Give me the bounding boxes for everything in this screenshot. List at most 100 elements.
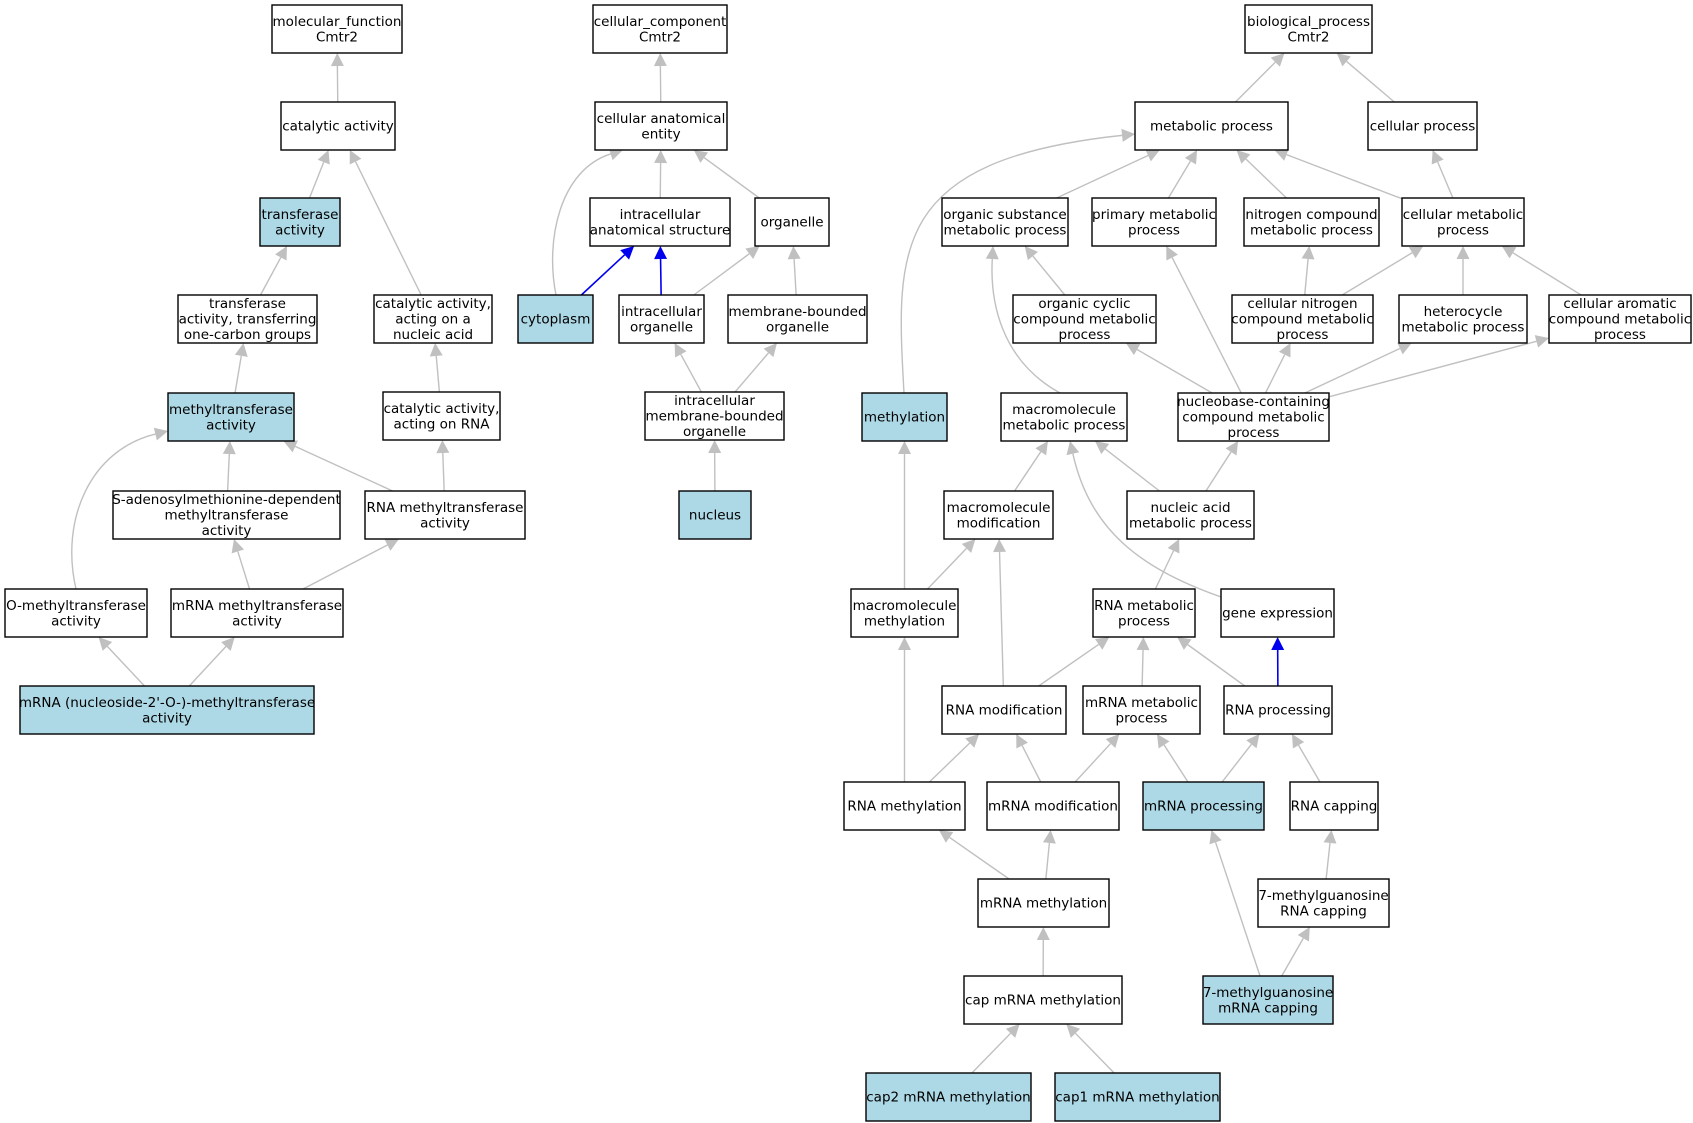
edge-rna_mod-to-macromol_mod [993, 539, 1007, 687]
edge-mrna_proc-to-mrna_metab-line [1163, 744, 1189, 783]
edge-macromol_methyl-to-macromol_mod-arrowhead [961, 539, 976, 553]
node-label-cat_rna-line-0: catalytic activity, [384, 401, 500, 417]
edge-cat_rna-to-cat_nucleic-line [435, 355, 441, 393]
edge-transf_onecarbon-to-transferase [259, 246, 288, 296]
edge-sam_mt-to-methyltransferase-arrowhead [222, 441, 236, 455]
edge-cap_mrna_methyl-to-mrna_methyl [1036, 927, 1050, 977]
edge-rna_mod-to-macromol_mod-arrowhead [993, 539, 1007, 553]
node-label-mf_root-line-1: Cmtr2 [316, 29, 358, 45]
edge-mrna_methyl-to-rna_methyl-line [949, 836, 1010, 880]
node-label-rna_mt-line-1: activity [420, 515, 470, 531]
node-label-transf_onecarbon-line-2: one-carbon groups [184, 327, 311, 343]
edge-rna_cap-to-rna_proc [1292, 734, 1321, 783]
node-label-heterocycle-line-0: heterocycle [1424, 304, 1503, 320]
node-box-rna_metab [1092, 588, 1196, 638]
edge-orgsub-to-metab-line [1056, 154, 1149, 199]
node-label-orgsub-line-1: metabolic process [944, 222, 1067, 238]
edge-orgcyclic-to-orgsub-arrowhead [1024, 246, 1038, 261]
node-rna_mod: RNA modification [941, 685, 1067, 735]
node-box-cae [594, 101, 728, 151]
edge-nucleobase-to-cellnitro-arrowhead [1278, 343, 1291, 358]
edge-mrna_nuc2o-to-mrna_mt-arrowhead [221, 637, 235, 651]
edge-macromol_metab-to-orgsub-line [991, 258, 1061, 394]
edge-rna_mt-to-methyltransferase [283, 440, 393, 492]
node-label-mrna_methyl-line-0: mRNA methylation [980, 896, 1107, 912]
edge-cellnitro-to-cellmetab-arrowhead [1408, 246, 1424, 259]
edge-cellarom-to-cellmetab-arrowhead [1501, 246, 1517, 259]
edge-cellmetab-to-cellproc [1431, 150, 1454, 199]
edge-rna_mt-to-methyltransferase-line [294, 445, 393, 492]
edge-primary-to-metab-line [1167, 160, 1192, 199]
node-label-imb_org-line-2: organelle [683, 424, 746, 440]
node-label-primary-line-1: process [1128, 222, 1180, 238]
node-label-mg_rna_cap-line-0: 7-methylguanosine [1258, 888, 1388, 904]
edge-macromol_mod-to-macromol_metab-arrowhead [1035, 441, 1048, 456]
edge-o_mt-to-methyltransferase-line [71, 433, 156, 590]
edge-macromol_mod-to-macromol_metab-line [1013, 451, 1042, 492]
node-box-rna_methyl [843, 781, 966, 831]
node-box-mrna_mt [170, 588, 344, 638]
edge-macromol_metab-to-orgsub [985, 246, 1061, 394]
edge-cat_nucleic-to-catalytic-line [354, 161, 422, 296]
edge-mrna_methyl-to-mrna_mod [1042, 830, 1056, 880]
edge-cellnitro-to-nitrogen-arrowhead [1301, 246, 1315, 260]
edge-nucleobase-to-heterocycle [1304, 342, 1412, 394]
edge-cellproc-to-bp_root-line [1346, 60, 1395, 103]
node-box-o_mt [4, 588, 148, 638]
edge-cellproc-to-bp_root [1336, 53, 1395, 103]
node-box-cellproc [1367, 101, 1478, 151]
edge-intra_org-to-organelle-arrowhead [745, 246, 760, 259]
edges-layer [71, 53, 1582, 1074]
edge-mrna_nuc2o-to-o_mt [98, 637, 145, 687]
edge-nucleus-to-imb_org [708, 440, 722, 492]
edge-mrna_proc-to-rna_proc-line [1221, 743, 1252, 783]
node-label-mg_rna_cap-line-1: RNA capping [1280, 903, 1367, 919]
edge-cat_nucleic-to-catalytic-arrowhead [349, 150, 362, 165]
edge-mrna_nuc2o-to-mrna_mt-line [188, 646, 227, 687]
edge-rna_cap-to-rna_proc-line [1297, 744, 1321, 783]
edge-gene_expr-to-macromol_metab [1066, 441, 1231, 601]
edge-transferase-to-catalytic-arrowhead [317, 150, 330, 165]
node-label-sam_mt-line-1: methyltransferase [165, 508, 289, 524]
node-label-metab-line-0: metabolic process [1150, 119, 1273, 135]
node-box-rna_mod [941, 685, 1067, 735]
node-label-mrna_mt-line-1: activity [232, 613, 282, 629]
edge-cat_rna-to-cat_nucleic [429, 343, 443, 393]
edge-organelle-to-cae [693, 150, 760, 199]
edge-catalytic-to-mf_root [330, 53, 344, 103]
edge-primary-to-metab [1167, 150, 1198, 199]
edge-cae-to-cc_root-arrowhead [653, 53, 667, 67]
edge-primary-to-metab-arrowhead [1184, 150, 1198, 165]
node-label-mrna_proc-line-0: mRNA processing [1144, 799, 1263, 815]
edge-mrna_mod-to-mrna_metab [1074, 734, 1120, 783]
edge-orgsub-to-metab-arrowhead [1145, 149, 1160, 162]
node-label-bp_root-line-1: Cmtr2 [1287, 29, 1329, 45]
edge-methyltransferase-to-transf_onecarbon [234, 343, 248, 394]
node-label-mg_mrna_cap-line-1: mRNA capping [1218, 1000, 1318, 1016]
node-rna_cap: RNA capping [1289, 781, 1379, 831]
node-label-methyltransferase-line-1: activity [206, 417, 256, 433]
edge-rna_methyl-to-rna_mod-arrowhead [965, 734, 980, 748]
node-box-imb_org [644, 391, 785, 441]
edge-rna_proc-to-rna_metab [1177, 637, 1246, 687]
edge-mg_mrna_cap-to-mg_rna_cap [1281, 927, 1310, 977]
edge-rna_methyl-to-macromol_methyl [898, 637, 911, 782]
node-label-cap1-line-0: cap1 mRNA methylation [1055, 1090, 1219, 1106]
edge-macromol_methyl-to-macromol_mod-line [927, 547, 967, 590]
node-label-heterocycle-line-1: metabolic process [1402, 319, 1525, 335]
node-label-cc_root-line-1: Cmtr2 [639, 29, 681, 45]
edge-cellproc-to-bp_root-arrowhead [1336, 53, 1351, 67]
edge-sam_mt-to-methyltransferase [222, 441, 236, 492]
